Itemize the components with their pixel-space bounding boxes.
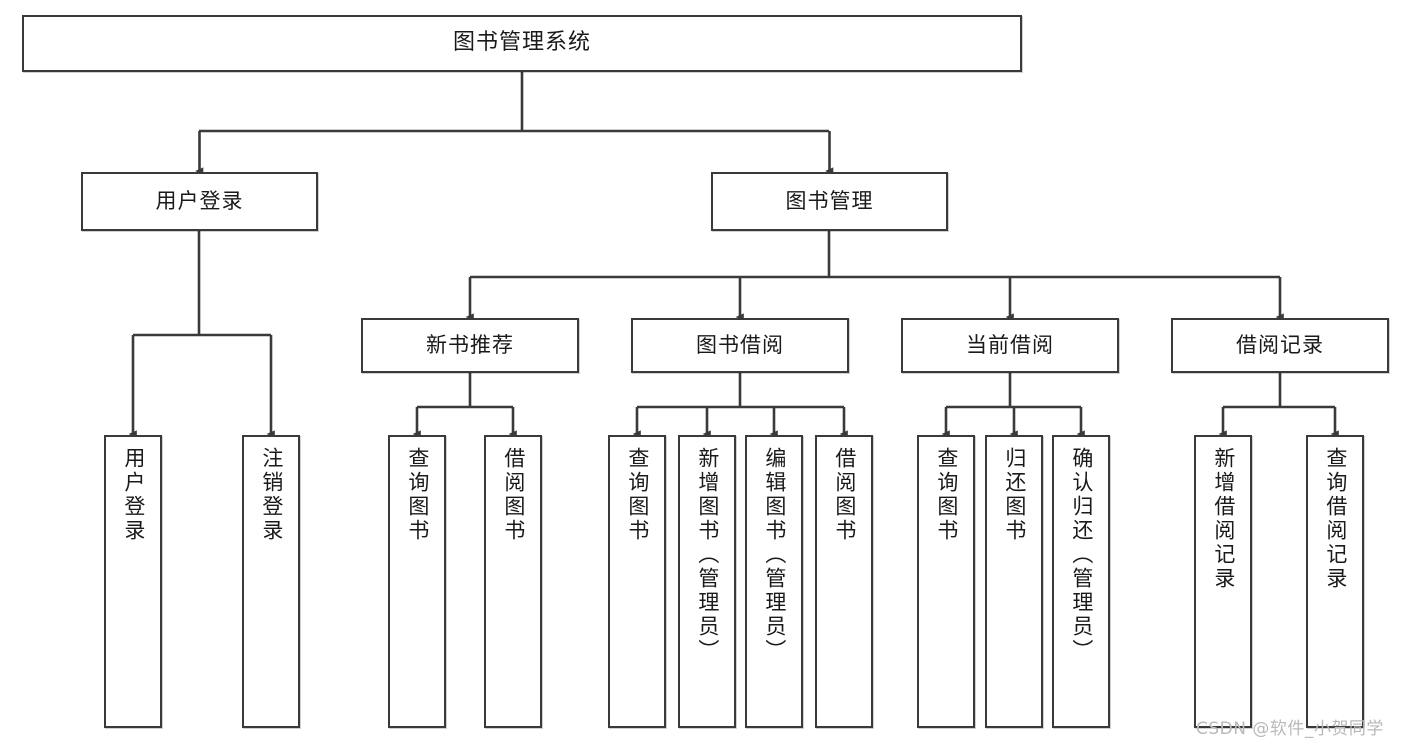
node-user-login[interactable]: 用户登录: [81, 172, 318, 231]
node-label: 查询图书: [625, 447, 650, 543]
node-leaf-edit-book[interactable]: 编辑图书（管理员）: [745, 435, 803, 728]
node-leaf-query-book-3[interactable]: 查询图书: [917, 435, 975, 728]
connector-lines: [128, 72, 1339, 438]
node-label: 新增图书（管理员）: [695, 447, 720, 663]
node-label: 当前借阅: [966, 332, 1054, 357]
node-leaf-confirm-return[interactable]: 确认归还（管理员）: [1052, 435, 1110, 728]
node-label: 注销登录: [259, 447, 284, 543]
node-leaf-query-record[interactable]: 查询借阅记录: [1306, 435, 1364, 728]
node-label: 新书推荐: [426, 332, 514, 357]
node-label: 确认归还（管理员）: [1069, 447, 1094, 663]
node-book-borrow[interactable]: 图书借阅: [631, 318, 849, 373]
node-label: 查询借阅记录: [1323, 447, 1348, 591]
node-label: 图书管理系统: [452, 30, 591, 56]
node-borrow-record[interactable]: 借阅记录: [1171, 318, 1389, 373]
node-leaf-logout[interactable]: 注销登录: [242, 435, 300, 728]
node-label: 新增借阅记录: [1211, 447, 1236, 591]
node-leaf-query-book-2[interactable]: 查询图书: [608, 435, 666, 728]
node-new-book-rec[interactable]: 新书推荐: [361, 318, 579, 373]
node-book-manage[interactable]: 图书管理: [711, 172, 948, 231]
node-root-system[interactable]: 图书管理系统: [22, 15, 1022, 72]
node-leaf-return-book[interactable]: 归还图书: [985, 435, 1043, 728]
node-label: 查询图书: [934, 447, 959, 543]
node-label: 图书借阅: [696, 332, 784, 357]
csdn-watermark: CSDN @软件_小贺同学: [1196, 719, 1384, 739]
node-label: 借阅图书: [501, 447, 526, 543]
node-label: 用户登录: [155, 188, 244, 213]
node-leaf-query-book-1[interactable]: 查询图书: [388, 435, 446, 728]
node-label: 归还图书: [1002, 447, 1027, 543]
node-label: 用户登录: [121, 447, 146, 543]
node-leaf-add-book[interactable]: 新增图书（管理员）: [678, 435, 736, 728]
node-leaf-user-login[interactable]: 用户登录: [104, 435, 162, 728]
node-label: 图书管理: [785, 188, 874, 213]
node-leaf-add-record[interactable]: 新增借阅记录: [1194, 435, 1252, 728]
node-leaf-borrow-book-1[interactable]: 借阅图书: [484, 435, 542, 728]
node-label: 借阅记录: [1236, 332, 1324, 357]
node-label: 编辑图书（管理员）: [762, 447, 787, 663]
node-label: 借阅图书: [832, 447, 857, 543]
node-label: 查询图书: [405, 447, 430, 543]
node-current-borrow[interactable]: 当前借阅: [901, 318, 1119, 373]
node-leaf-borrow-book-2[interactable]: 借阅图书: [815, 435, 873, 728]
